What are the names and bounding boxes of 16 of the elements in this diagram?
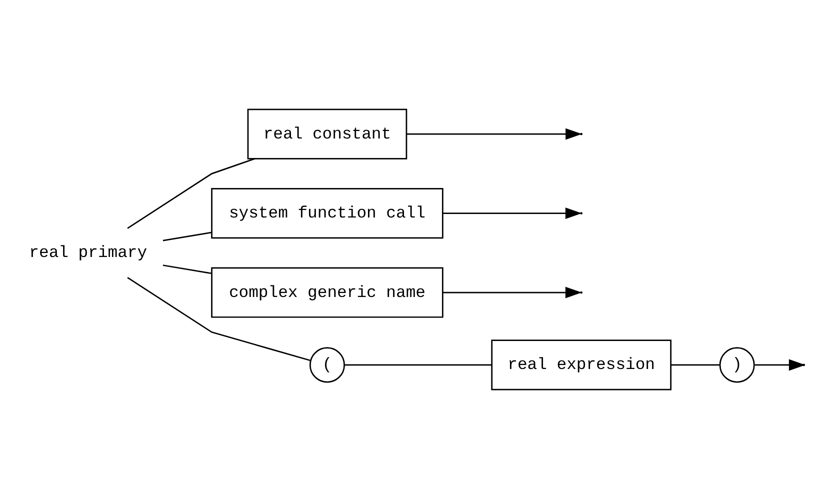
- arrow: [442, 207, 582, 219]
- connector: [127, 276, 311, 361]
- connector: [344, 364, 492, 366]
- connector: [162, 231, 212, 241]
- connector: [162, 264, 212, 274]
- node-box: system function call: [211, 188, 444, 238]
- node-box: real expression: [491, 339, 672, 390]
- arrow: [442, 286, 582, 298]
- node-text: real primary: [29, 242, 148, 262]
- connector: [670, 364, 720, 366]
- node-box: complex generic name: [211, 266, 444, 318]
- node-circle: (: [309, 346, 345, 382]
- node-box: real constant: [247, 108, 408, 159]
- arrow: [406, 128, 582, 140]
- connector: [127, 158, 256, 228]
- node-circle: ): [719, 346, 755, 382]
